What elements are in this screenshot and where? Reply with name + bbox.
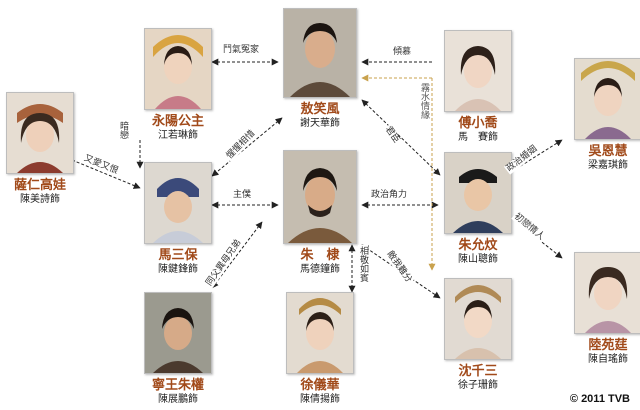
- actor-xu: 陳倩揚飾: [300, 394, 340, 405]
- actor-zhudi: 馬德鐘飾: [300, 264, 340, 275]
- node-lu: 陸苑莛 陳自瑤飾: [548, 252, 640, 366]
- actor-ao: 謝天華飾: [300, 118, 340, 129]
- name-zhudi: 朱 棣: [300, 248, 340, 263]
- rel-ma-zhudi: 主僕: [232, 190, 253, 200]
- rel-zhudi-xu: 相敬如賓: [358, 245, 368, 283]
- name-yongyang: 永陽公主: [151, 114, 204, 129]
- name-zhuyun: 朱允炆: [458, 238, 498, 253]
- actor-ning: 陳展鵬飾: [158, 394, 198, 405]
- rel-yongyang-ao: 鬥氣冤家: [222, 45, 261, 55]
- node-shen: 沈千三 徐子珊飾: [418, 278, 538, 392]
- portrait-ao: [283, 8, 357, 98]
- line-ma-ning: [211, 221, 263, 289]
- name-ma: 馬三保: [158, 248, 198, 263]
- line-ao-ma: [211, 117, 283, 177]
- node-sa: 薩仁高娃 陳美詩飾: [0, 92, 100, 206]
- actor-zhuyun: 陳山聰飾: [458, 254, 498, 265]
- portrait-ning: [144, 292, 212, 374]
- node-xu: 徐儀華 陳倩揚飾: [260, 292, 380, 406]
- node-wu: 吳恩慧 梁嘉琪飾: [548, 58, 640, 172]
- line-ao-zhuyun: [361, 99, 441, 176]
- rel-fu-ao: 傾慕: [392, 47, 413, 57]
- portrait-ma: [144, 162, 212, 244]
- name-lu: 陸苑莛: [588, 338, 628, 353]
- portrait-zhudi: [283, 150, 357, 244]
- portrait-sa: [6, 92, 74, 174]
- rel-zhudi-zhuyun: 政治角力: [370, 190, 409, 200]
- name-sa: 薩仁高娃: [13, 178, 66, 193]
- portrait-shen: [444, 278, 512, 360]
- name-fu: 傅小喬: [458, 116, 498, 131]
- name-shen: 沈千三: [458, 364, 498, 379]
- portrait-xu: [286, 292, 354, 374]
- node-ao: 敖笑風 謝天華飾: [260, 8, 380, 130]
- node-zhudi: 朱 棣 馬德鐘飾: [260, 150, 380, 276]
- actor-shen: 徐子珊飾: [458, 380, 498, 391]
- name-ning: 寧王朱權: [151, 378, 204, 393]
- node-fu: 傅小喬 馬 賽飾: [418, 30, 538, 144]
- line-sa-ma: [71, 159, 141, 189]
- node-ma: 馬三保 陳鍵鋒飾: [118, 162, 238, 276]
- actor-wu: 梁嘉琪飾: [588, 160, 628, 171]
- name-xu: 徐儀華: [300, 378, 340, 393]
- rel-yongyang-ma: 暗戀: [118, 120, 128, 140]
- actor-fu: 馬 賽飾: [458, 132, 498, 143]
- actor-lu: 陳自瑤飾: [588, 354, 628, 365]
- name-wu: 吳恩慧: [588, 144, 628, 159]
- name-ao: 敖笑風: [300, 102, 340, 117]
- line-zhuyun-wu: [494, 139, 563, 183]
- actor-sa: 陳美詩飾: [20, 194, 60, 205]
- portrait-yongyang: [144, 28, 212, 110]
- node-ning: 寧王朱權 陳展鵬飾: [118, 292, 238, 406]
- portrait-lu: [574, 252, 640, 334]
- actor-ma: 陳鍵鋒飾: [158, 264, 198, 275]
- node-zhuyun: 朱允炆 陳山聰飾: [418, 152, 538, 266]
- rel-fu-ao-secret: 霧水情緣: [419, 82, 429, 120]
- actor-yongyang: 江若琳飾: [158, 130, 198, 141]
- node-yongyang: 永陽公主 江若琳飾: [118, 28, 238, 142]
- portrait-fu: [444, 30, 512, 112]
- portrait-zhuyun: [444, 152, 512, 234]
- portrait-wu: [574, 58, 640, 140]
- copyright-text: © 2011 TVB: [569, 393, 630, 405]
